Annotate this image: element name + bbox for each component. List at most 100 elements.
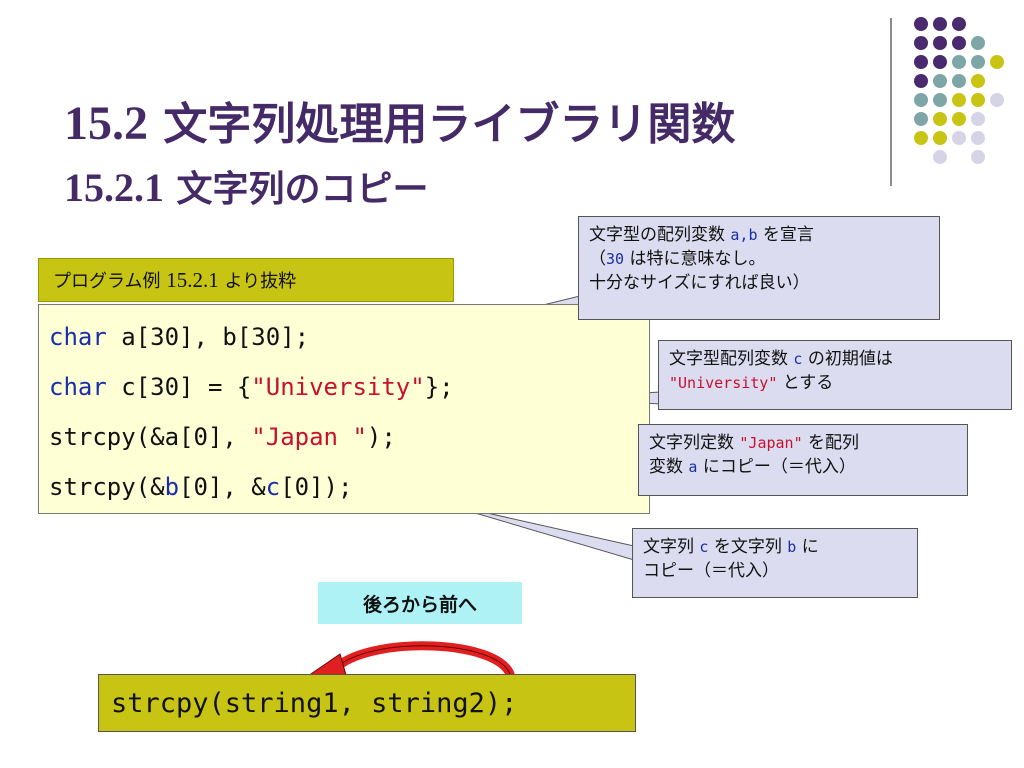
code-block: char a[30], b[30]; char c[30] = {"Univer… — [38, 304, 650, 514]
decor-dot — [952, 74, 966, 88]
decor-dot — [952, 131, 966, 145]
decor-dot — [971, 131, 985, 145]
callout-text: 変数 — [649, 457, 683, 477]
decor-dot — [933, 36, 947, 50]
callout-text: の初期値は — [807, 349, 893, 369]
callout-text: にコピー（＝代入） — [702, 457, 856, 477]
code-line-2: char c[30] = {"University"}; — [49, 373, 454, 401]
callout-line: 文字型の配列変数 a,b を宣言 — [589, 223, 929, 247]
code-variable: c — [265, 473, 281, 501]
callout-init-value: 文字型配列変数 c の初期値は "University" とする — [658, 340, 1012, 410]
callout-text: コピー（＝代入） — [643, 561, 779, 581]
callout-string: "Japan" — [739, 434, 803, 452]
code-keyword: char — [49, 373, 107, 401]
callout-copy-c-to-b: 文字列 c を文字列 b に コピー（＝代入） — [632, 528, 918, 598]
code-text: c[30] = { — [106, 373, 252, 401]
callout-var: a,b — [730, 226, 758, 244]
callout-text: を宣言 — [762, 225, 814, 245]
decor-dot — [971, 74, 985, 88]
decor-dot — [914, 112, 928, 126]
decor-dot — [971, 93, 985, 107]
callout-text: （ — [589, 249, 606, 269]
decor-dot — [990, 55, 1004, 69]
code-string: "University" — [251, 373, 425, 401]
callout-var: b — [787, 538, 797, 556]
callout-line: コピー（＝代入） — [643, 559, 907, 583]
decor-dot — [914, 131, 928, 145]
decor-dot — [990, 93, 1004, 107]
callout-declare-arrays: 文字型の配列変数 a,b を宣言 （30 は特に意味なし。 十分なサイズにすれば… — [578, 216, 940, 320]
page-subtitle: 15.2.1 文字列のコピー — [64, 160, 429, 212]
code-text: [0], & — [179, 473, 266, 501]
callout-text: 文字列定数 — [649, 433, 734, 453]
page-title: 15.2 文字列処理用ライブラリ関数 — [64, 88, 735, 152]
program-label-suffix: より抜粋 — [224, 271, 297, 292]
callout-string: "University" — [669, 374, 778, 392]
callout-line: 変数 a にコピー（＝代入） — [649, 455, 957, 479]
decor-dot — [914, 74, 928, 88]
title-number: 15.2 — [64, 97, 148, 150]
callout-var: c — [793, 350, 803, 368]
decor-dot — [914, 17, 928, 31]
subtitle-number: 15.2.1 — [64, 165, 164, 210]
code-text: }; — [424, 373, 454, 401]
callout-var: 30 — [606, 250, 625, 268]
code-keyword: char — [49, 323, 107, 351]
decor-dot — [933, 74, 947, 88]
code-line-1: char a[30], b[30]; — [49, 323, 309, 351]
callout-line: 文字列定数 "Japan" を配列 — [649, 431, 957, 455]
strcpy-signature: strcpy(string1, string2); — [98, 674, 636, 732]
callout-line: 文字列 c を文字列 b に — [643, 535, 907, 559]
decor-dot — [914, 36, 928, 50]
callout-var: c — [699, 538, 709, 556]
code-text: [0]); — [280, 473, 353, 501]
code-line-3: strcpy(&a[0], "Japan "); — [49, 423, 396, 451]
decor-dot — [933, 17, 947, 31]
callout-text: とする — [782, 373, 834, 393]
code-text: ); — [366, 423, 396, 451]
decor-dot — [952, 36, 966, 50]
decor-dot — [933, 150, 947, 164]
program-label-prefix: プログラム例 — [53, 271, 161, 292]
decor-dot — [971, 55, 985, 69]
code-line-4: strcpy(&b[0], &c[0]); — [49, 473, 352, 501]
callout-text: は特に意味なし。 — [629, 249, 766, 269]
decor-dot — [952, 93, 966, 107]
program-label-number: 15.2.1 — [166, 267, 219, 292]
decor-dot — [971, 150, 985, 164]
program-example-label: プログラム例 15.2.1 より抜粋 — [38, 258, 454, 302]
title-text: 文字列処理用ライブラリ関数 — [163, 99, 736, 150]
decor-dot — [952, 112, 966, 126]
decor-dot — [933, 93, 947, 107]
decor-dot — [952, 55, 966, 69]
callout-line: （30 は特に意味なし。 — [589, 247, 929, 271]
callout-text: 文字列 — [643, 537, 694, 557]
callout-text: 文字型の配列変数 — [589, 225, 725, 245]
callout-line: 文字型配列変数 c の初期値は — [669, 347, 1001, 371]
callout-var: a — [688, 458, 698, 476]
code-text: strcpy(& — [49, 473, 165, 501]
callout-copy-japan: 文字列定数 "Japan" を配列 変数 a にコピー（＝代入） — [638, 424, 968, 496]
code-string: "Japan " — [251, 423, 367, 451]
decor-dot — [933, 131, 947, 145]
callout-text: に — [801, 537, 819, 557]
callout-text: 文字型配列変数 — [669, 349, 788, 369]
callout-text: 十分なサイズにすれば良い） — [589, 273, 810, 293]
decor-dot — [914, 55, 928, 69]
callout-text: を文字列 — [713, 537, 782, 557]
code-text: a[30], b[30]; — [106, 323, 310, 351]
decor-dot — [971, 112, 985, 126]
decor-dot — [971, 36, 985, 50]
decor-dot — [933, 55, 947, 69]
code-text: strcpy(&a[0], — [49, 423, 252, 451]
callout-line: "University" とする — [669, 371, 1001, 395]
copy-direction-label: 後ろから前へ — [318, 582, 522, 624]
decor-dot — [933, 112, 947, 126]
subtitle-text: 文字列のコピー — [176, 168, 429, 210]
callout-text: を配列 — [808, 433, 860, 453]
title-divider-line — [890, 18, 892, 186]
decor-dot — [952, 17, 966, 31]
decor-dot — [914, 93, 928, 107]
code-variable: b — [164, 473, 180, 501]
callout-line: 十分なサイズにすれば良い） — [589, 271, 929, 295]
